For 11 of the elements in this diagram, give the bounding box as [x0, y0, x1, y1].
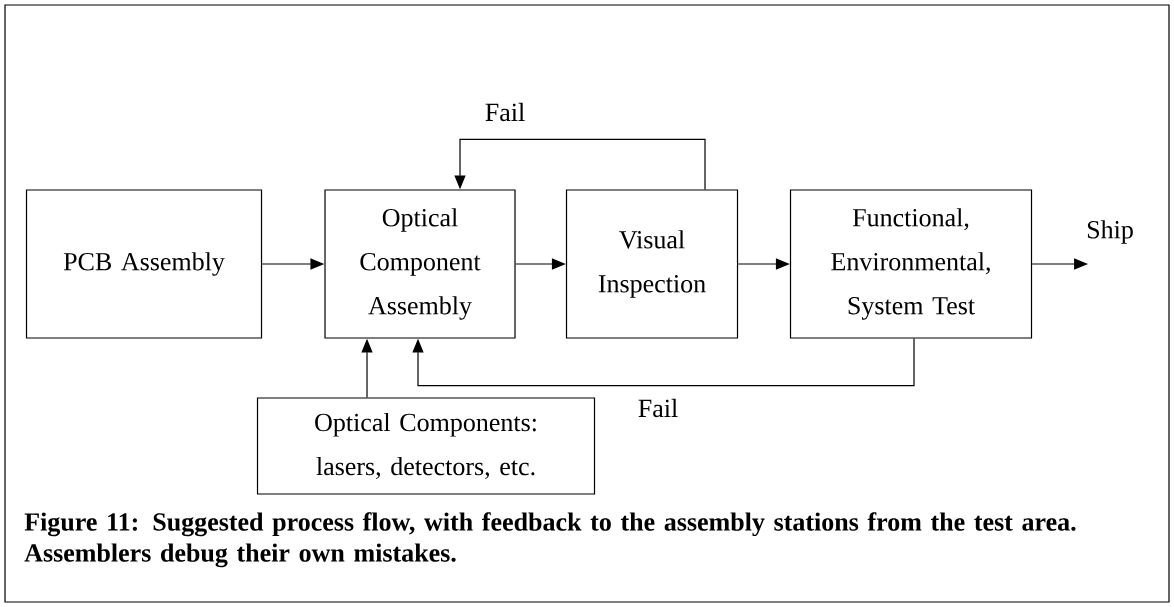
edge-label: Ship — [1085, 219, 1135, 245]
figure-caption: Figure 11: Suggested process flow, with feedback to the assembly stations from the test area. Assemblers debug their own mistakes. — [24, 512, 1076, 568]
arrow — [412, 338, 915, 387]
process-box: Optical Component Assembly — [324, 189, 516, 339]
edge-label: Fail — [636, 397, 680, 419]
process-box: Optical Components: lasers, detectors, etc. — [256, 397, 596, 495]
process-box: PCB Assembly — [25, 189, 263, 339]
edge-label: Fail — [483, 101, 527, 123]
process-box: Functional, Environmental, System Test — [789, 189, 1033, 339]
arrow — [454, 138, 706, 190]
process-box: Visual Inspection — [565, 189, 739, 339]
